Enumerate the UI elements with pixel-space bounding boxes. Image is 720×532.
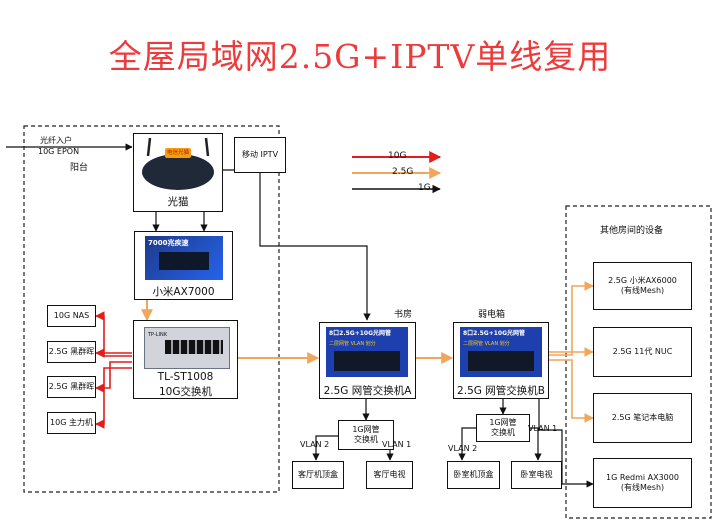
modem-label: 光猫 — [167, 196, 189, 208]
modem-badge: 电信光猫 — [167, 150, 190, 156]
switch-model-label: TL-ST1008 — [157, 371, 214, 383]
switch-b-body-icon — [468, 351, 534, 371]
switch-b-label: 2.5G 网管交换机B — [457, 385, 545, 397]
iptv-link — [222, 169, 371, 321]
fiber-in-label: 光纤入户 — [40, 136, 72, 145]
router-banner: 7000兆疾速 — [148, 239, 189, 247]
device-10g-nas: 10G NAS — [47, 305, 96, 327]
study-tv: 客厅电视 — [366, 461, 413, 489]
switch-pc-link — [95, 367, 132, 429]
other-rooms-area-border — [565, 205, 712, 519]
device-25g-nas-1: 2.5G 黑群晖 — [47, 341, 96, 363]
switch-brand: TP-LINK — [148, 332, 168, 338]
cabinet-vlan2-link — [458, 427, 476, 461]
study-label: 书房 — [394, 310, 413, 320]
diagram-title: 全屋局域网2.5G+IPTV单线复用 — [108, 37, 612, 76]
cabinet-tv: 卧室电视 — [511, 461, 562, 489]
device-ax6000-line2: (有线Mesh) — [620, 286, 665, 295]
cabinet-mini-switch-line1: 1G网管 — [489, 418, 517, 427]
cabinet-ax6000-link — [549, 281, 594, 356]
device-laptop-line1: 2.5G 笔记本电脑 — [611, 413, 674, 422]
study-mini-switch-line1: 1G网管 — [352, 425, 380, 434]
switch-b-banner: 8口2.5G+10G光网管 — [463, 330, 526, 337]
legend-1g-label: 1G — [418, 183, 431, 193]
switch-a-label: 2.5G 网管交换机A — [323, 385, 412, 397]
switch-a-body-icon — [334, 351, 400, 371]
device-ax3000: 1G Redmi AX3000 (有线Mesh) — [593, 458, 692, 508]
switch-nas-link — [95, 311, 132, 357]
switch-speed-label: 10G交换机 — [159, 386, 212, 398]
switch-ports-icon — [165, 340, 223, 354]
switch-a-banner: 8口2.5G+10G光网管 — [329, 330, 392, 337]
device-ax6000-line1: 2.5G 小米AX6000 — [608, 276, 677, 285]
switch-a-image: 8口2.5G+10G光网管 二层网管 VLAN 划分 — [326, 327, 408, 377]
device-ax3000-line2: (有线Mesh) — [620, 483, 665, 492]
router-label: 小米AX7000 — [152, 286, 215, 298]
switch-a: 8口2.5G+10G光网管 二层网管 VLAN 划分 2.5G 网管交换机A — [319, 322, 416, 399]
balcony-label: 阳台 — [70, 163, 89, 173]
cabinet-label: 弱电箱 — [478, 310, 506, 320]
switch-b-subbanner: 二层网管 VLAN 划分 — [463, 341, 510, 347]
device-nuc: 2.5G 11代 NUC — [593, 327, 692, 377]
cabinet-vlan1-label: VLAN 1 — [528, 424, 558, 433]
device-laptop: 2.5G 笔记本电脑 — [593, 393, 692, 443]
cabinet-stb: 卧室机顶盒 — [447, 461, 500, 489]
study-mini-switch: 1G网管 交换机 — [338, 420, 394, 450]
switch-nas3-link — [95, 361, 132, 393]
device-ax3000-line1: 1G Redmi AX3000 — [606, 473, 679, 482]
device-nuc-line1: 2.5G 11代 NUC — [612, 347, 673, 356]
device-25g-nas-2: 2.5G 黑群晖 — [47, 376, 96, 398]
iptv-box: 移动 IPTV — [234, 137, 286, 173]
switch-a-subbanner: 二层网管 VLAN 划分 — [329, 341, 376, 347]
router-ax7000: 7000兆疾速 小米AX7000 — [134, 231, 233, 300]
other-rooms-title: 其他房间的设备 — [600, 226, 664, 236]
device-ax6000: 2.5G 小米AX6000 (有线Mesh) — [593, 262, 692, 310]
iptv-label: 移动 IPTV — [241, 150, 279, 159]
study-vlan2-link — [312, 435, 338, 461]
legend-25g-label: 2.5G — [392, 167, 414, 177]
study-stb: 客厅机顶盒 — [292, 461, 344, 489]
switch-b-image: 8口2.5G+10G光网管 二层网管 VLAN 划分 — [460, 327, 542, 377]
router-body-icon — [159, 252, 209, 270]
study-mini-switch-line2: 交换机 — [354, 435, 378, 444]
cabinet-ax3000-link — [538, 398, 594, 488]
device-10g-pc: 10G 主力机 — [47, 412, 96, 434]
modem-icon — [142, 137, 214, 190]
cabinet-vlan1-link — [530, 427, 542, 461]
study-vlan2-label: VLAN 2 — [300, 440, 330, 449]
cabinet-mini-switch-line2: 交换机 — [491, 428, 515, 437]
cabinet-vlan2-label: VLAN 2 — [448, 444, 478, 453]
cabinet-mini-switch: 1G网管 交换机 — [476, 414, 530, 442]
switch-image: TP-LINK — [144, 327, 230, 369]
router-image: 7000兆疾速 — [145, 236, 223, 280]
study-vlan1-label: VLAN 1 — [382, 440, 412, 449]
fiber-in-spec: 10G EPON — [38, 147, 80, 156]
legend-10g-label: 10G — [388, 151, 407, 161]
balcony-area-border — [23, 125, 280, 493]
cabinet-laptop-link — [549, 359, 594, 423]
switch-tl-st1008: TP-LINK TL-ST1008 10G交换机 — [133, 320, 238, 399]
optical-modem: 电信光猫 光猫 — [133, 133, 223, 212]
switch-b: 8口2.5G+10G光网管 二层网管 VLAN 划分 2.5G 网管交换机B — [453, 322, 549, 399]
